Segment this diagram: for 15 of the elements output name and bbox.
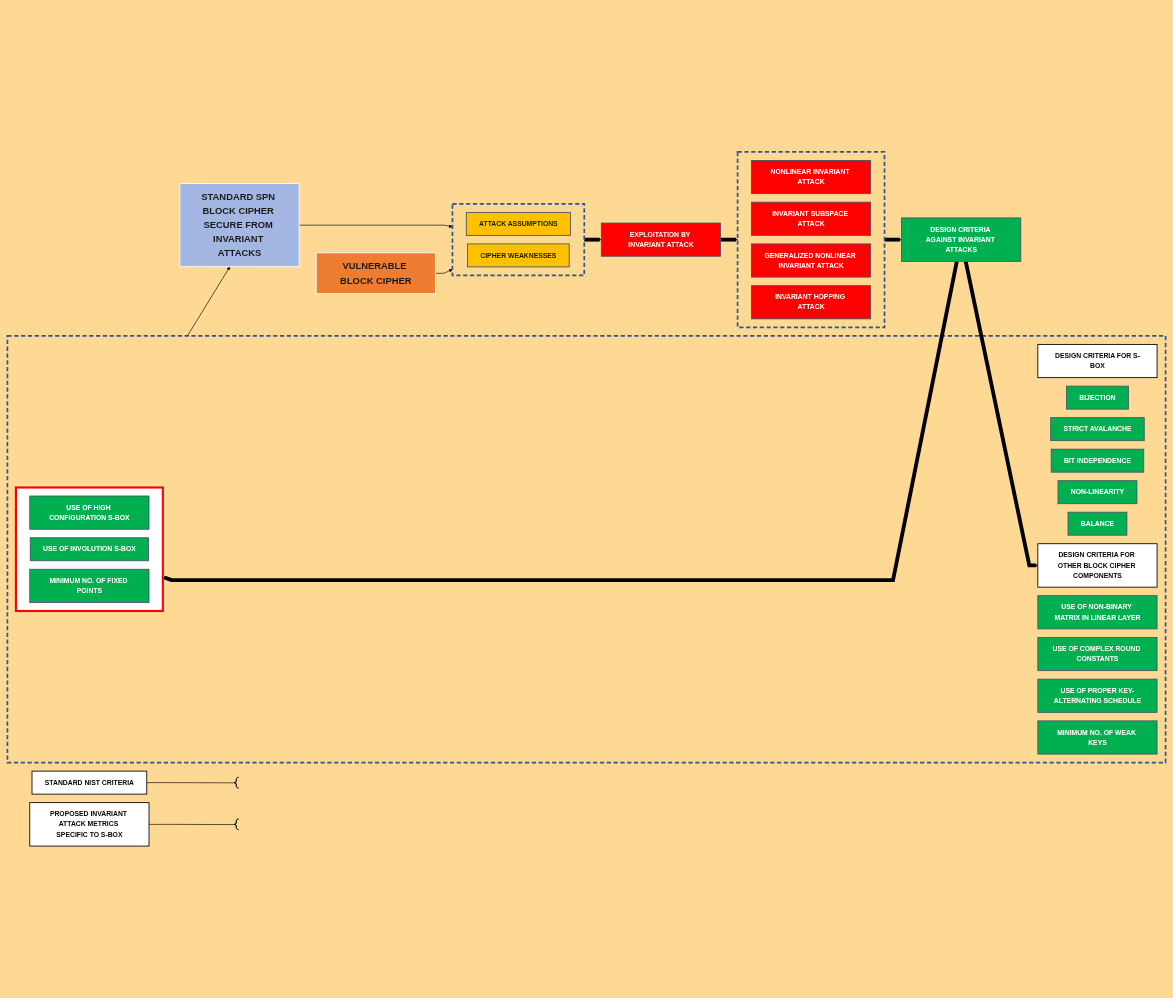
node-box: STANDARD SPN BLOCK CIPHER SECURE FROM INVARIANT ATTACKS (179, 183, 300, 268)
arrow (720, 237, 738, 242)
node-bracket (233, 776, 239, 789)
arrow (963, 261, 1038, 568)
arrow (884, 237, 902, 242)
node-bracket (233, 818, 239, 831)
cluster (736, 151, 886, 329)
connector (148, 824, 235, 825)
arrow (162, 261, 959, 583)
cluster (451, 203, 586, 277)
arrow (584, 237, 602, 242)
cluster (14, 486, 164, 613)
connector (146, 782, 235, 784)
node-box: VULNERABLE BLOCK CIPHER (315, 252, 436, 295)
cluster (6, 335, 1167, 764)
